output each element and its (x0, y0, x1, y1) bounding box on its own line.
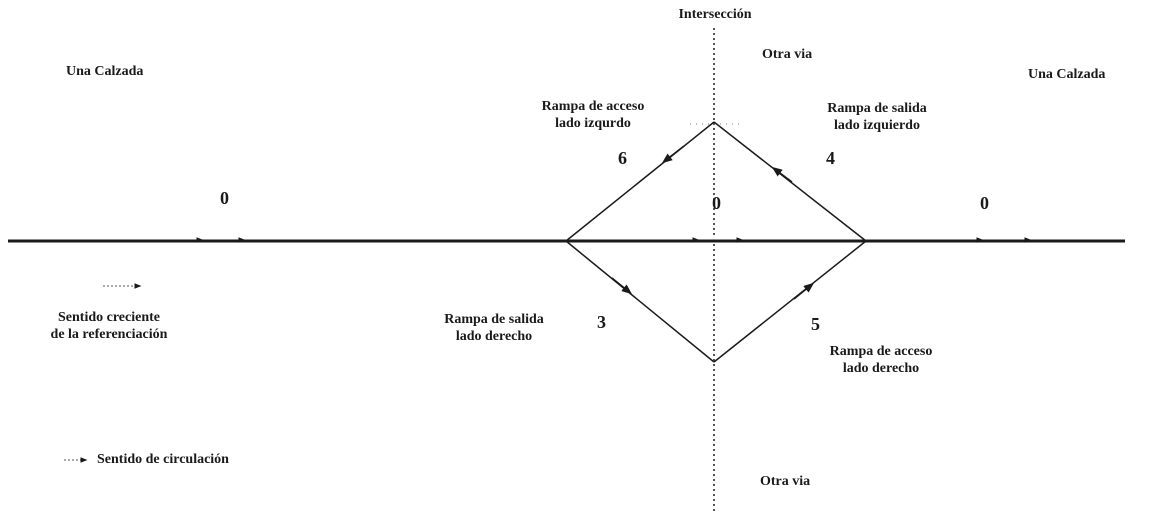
road-code-0-center: 0 (712, 193, 721, 213)
ramp-arrow-4 (771, 166, 793, 183)
ramp-top-left-line (565, 121, 715, 242)
other-road-bottom-label: Otra via (760, 474, 811, 489)
ramp-exit-left-label: Rampa de salida lado izquierdo (827, 101, 927, 133)
ramp-bottom-left-line (565, 240, 715, 363)
ramp-access-left-label: Rampa de acceso lado izqurdo (541, 99, 645, 131)
ramp-arrow-5 (793, 282, 815, 300)
ramp-arrow-3 (611, 277, 633, 295)
intersection-label: Intersección (678, 7, 752, 22)
ramp-code-4: 4 (826, 148, 835, 168)
ramp-exit-right-label: Rampa de salida lado derecho (444, 312, 544, 344)
legend-referencing-label: Sentido creciente de la referenciación (50, 310, 168, 342)
road-code-0-left: 0 (220, 188, 229, 208)
ramp-code-5: 5 (811, 314, 820, 334)
ramp-arrow-6 (661, 145, 685, 164)
ramp-code-6: 6 (618, 148, 627, 168)
other-road-top-label: Otra via (762, 47, 813, 62)
single-carriageway-right-label: Una Calzada (1028, 67, 1106, 82)
road-code-0-right: 0 (980, 193, 989, 213)
single-carriageway-left-label: Una Calzada (66, 64, 144, 79)
ramp-bottom-right-line (713, 240, 867, 363)
legend-circulation-label: Sentido de circulación (97, 452, 229, 467)
ramp-code-3: 3 (597, 312, 606, 332)
ramp-top-right-line (713, 121, 867, 242)
ramp-access-right-label: Rampa de acceso lado derecho (829, 344, 933, 376)
